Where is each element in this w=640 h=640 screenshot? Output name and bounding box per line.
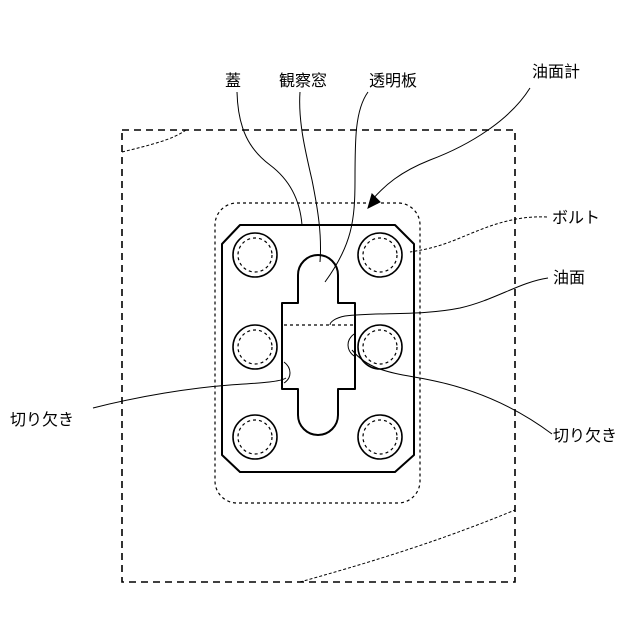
leader-oil-level-gauge bbox=[372, 88, 530, 200]
label-notch-left: 切り欠き bbox=[10, 410, 74, 429]
label-lid: 蓋 bbox=[225, 71, 241, 90]
label-oil-level-gauge: 油面計 bbox=[532, 62, 580, 81]
label-observation-window: 観察窓 bbox=[279, 71, 327, 90]
outer-housing-hidden-line-top bbox=[122, 130, 186, 152]
label-notch-right: 切り欠き bbox=[553, 426, 617, 445]
leader-oil-level-gauge-arrowhead bbox=[368, 194, 380, 208]
label-transparent-plate: 透明板 bbox=[369, 71, 417, 90]
label-bolt: ボルト bbox=[552, 208, 600, 227]
leader-lid bbox=[237, 92, 302, 225]
leader-bolt bbox=[410, 217, 547, 252]
outer-housing-hidden-line-bottom bbox=[300, 510, 515, 582]
label-oil-surface: 油面 bbox=[553, 268, 585, 287]
